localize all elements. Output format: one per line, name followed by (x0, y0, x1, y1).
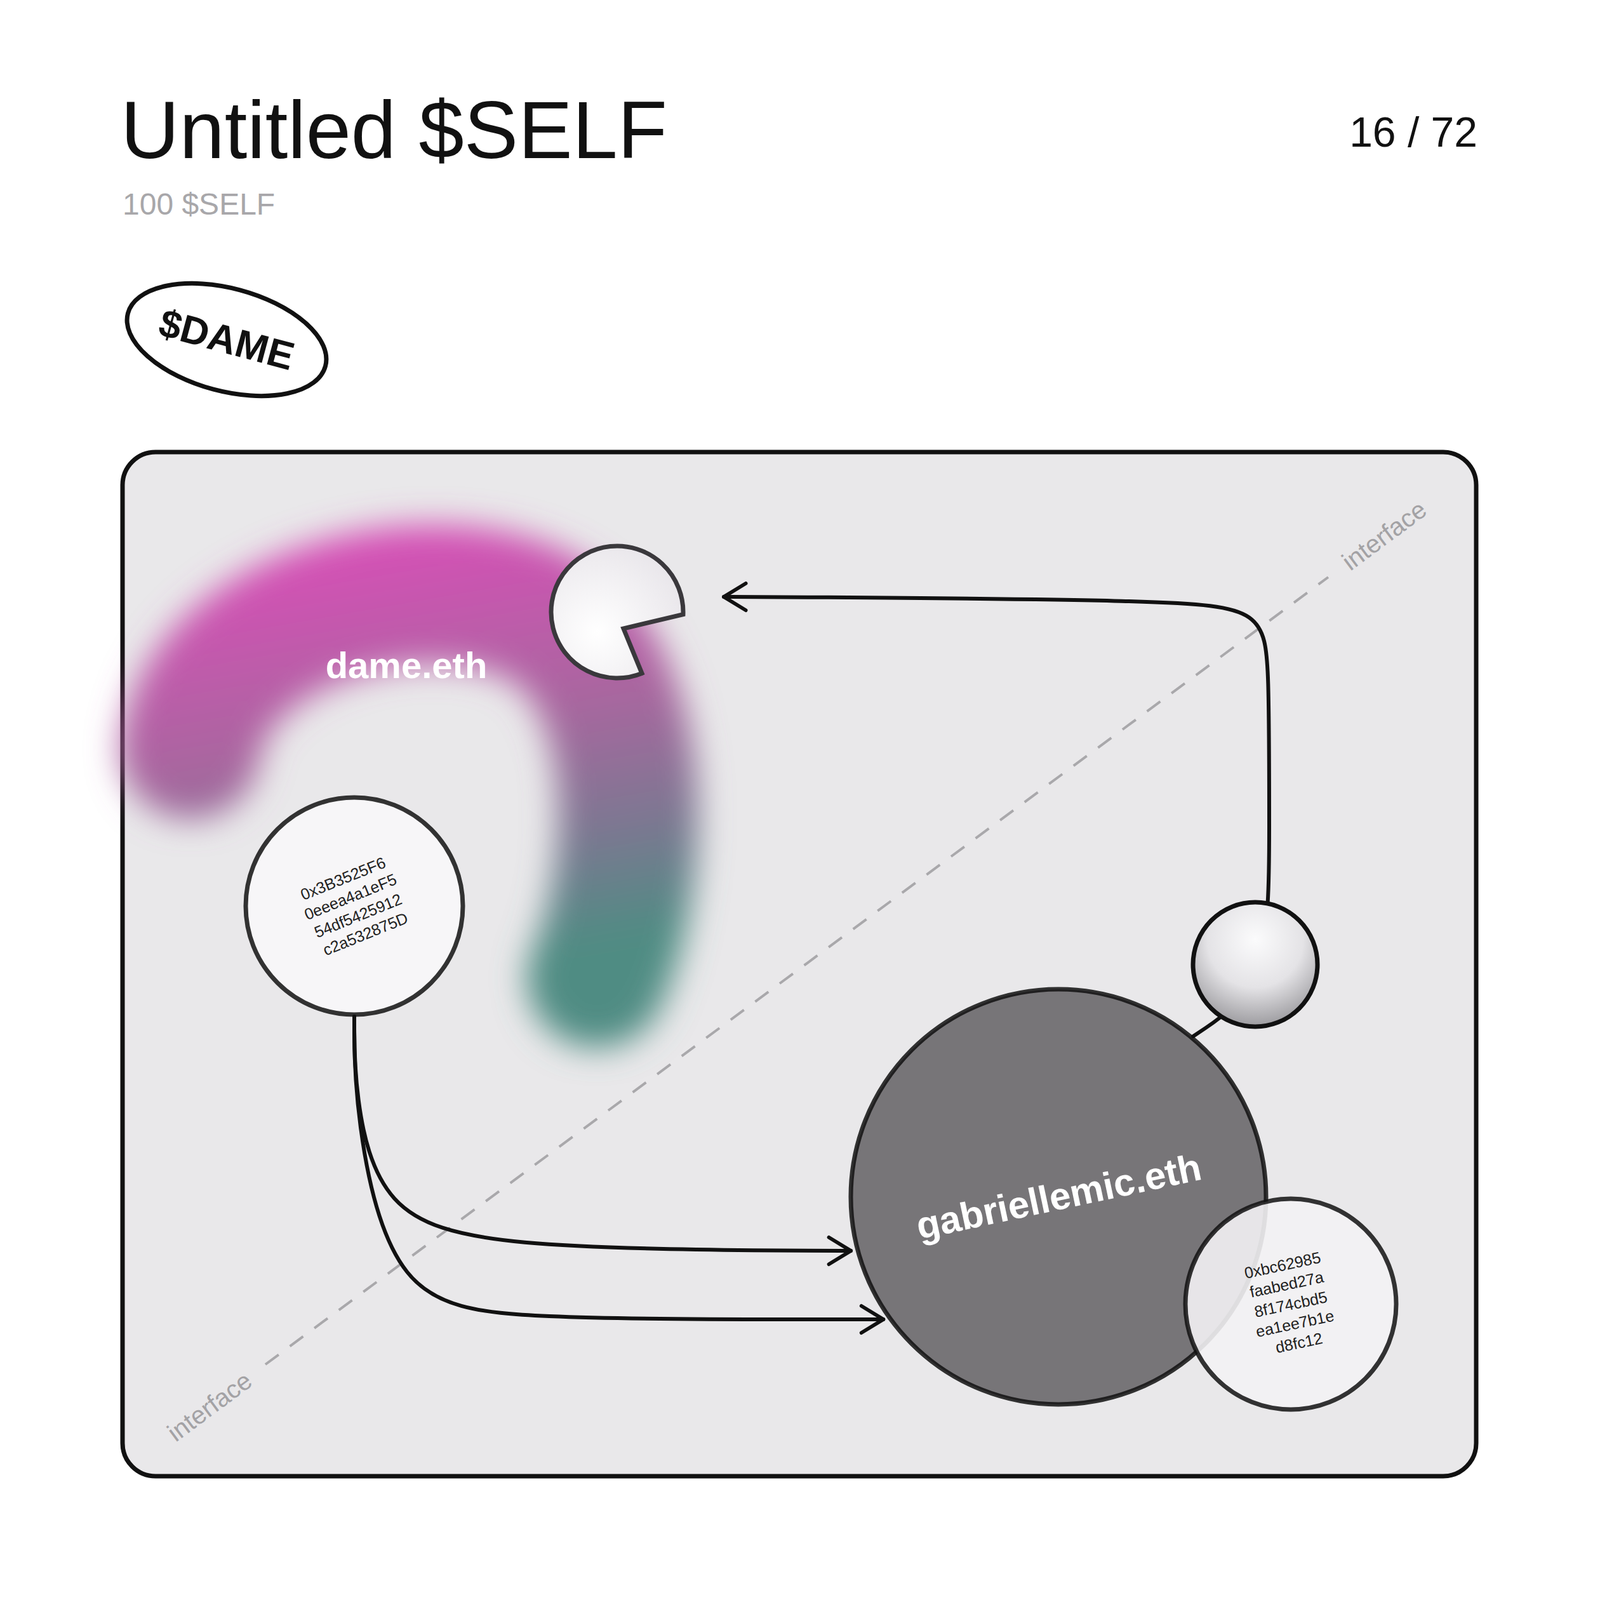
address-circle: 0xbc62985 faabed27a 8f174cbd5 ea1ee7b1e … (1183, 1196, 1399, 1412)
badge-ellipse (114, 263, 340, 416)
token-badge: $DAME (111, 260, 343, 420)
panel (122, 452, 1477, 1477)
flow-arrow (354, 1016, 884, 1320)
flow-arrow (723, 596, 1270, 1037)
price-label: 100 $SELF (122, 187, 275, 222)
node-label: dame.eth (325, 645, 488, 686)
address-circle: 0x3B3525F6 0eeea4a1eF5 54df5425912 c2a53… (243, 795, 465, 1017)
circle-outline (1185, 1198, 1397, 1410)
flow-arrow (354, 1016, 851, 1251)
address-text: 0xbc62985 faabed27a 8f174cbd5 ea1ee7b1e … (1231, 1245, 1352, 1364)
pacman-shape (551, 546, 684, 679)
page-counter: 16 / 72 (1349, 109, 1478, 156)
circle-outline (245, 797, 463, 1015)
page-title: Untitled $SELF (120, 85, 668, 176)
sphere (1193, 902, 1318, 1027)
